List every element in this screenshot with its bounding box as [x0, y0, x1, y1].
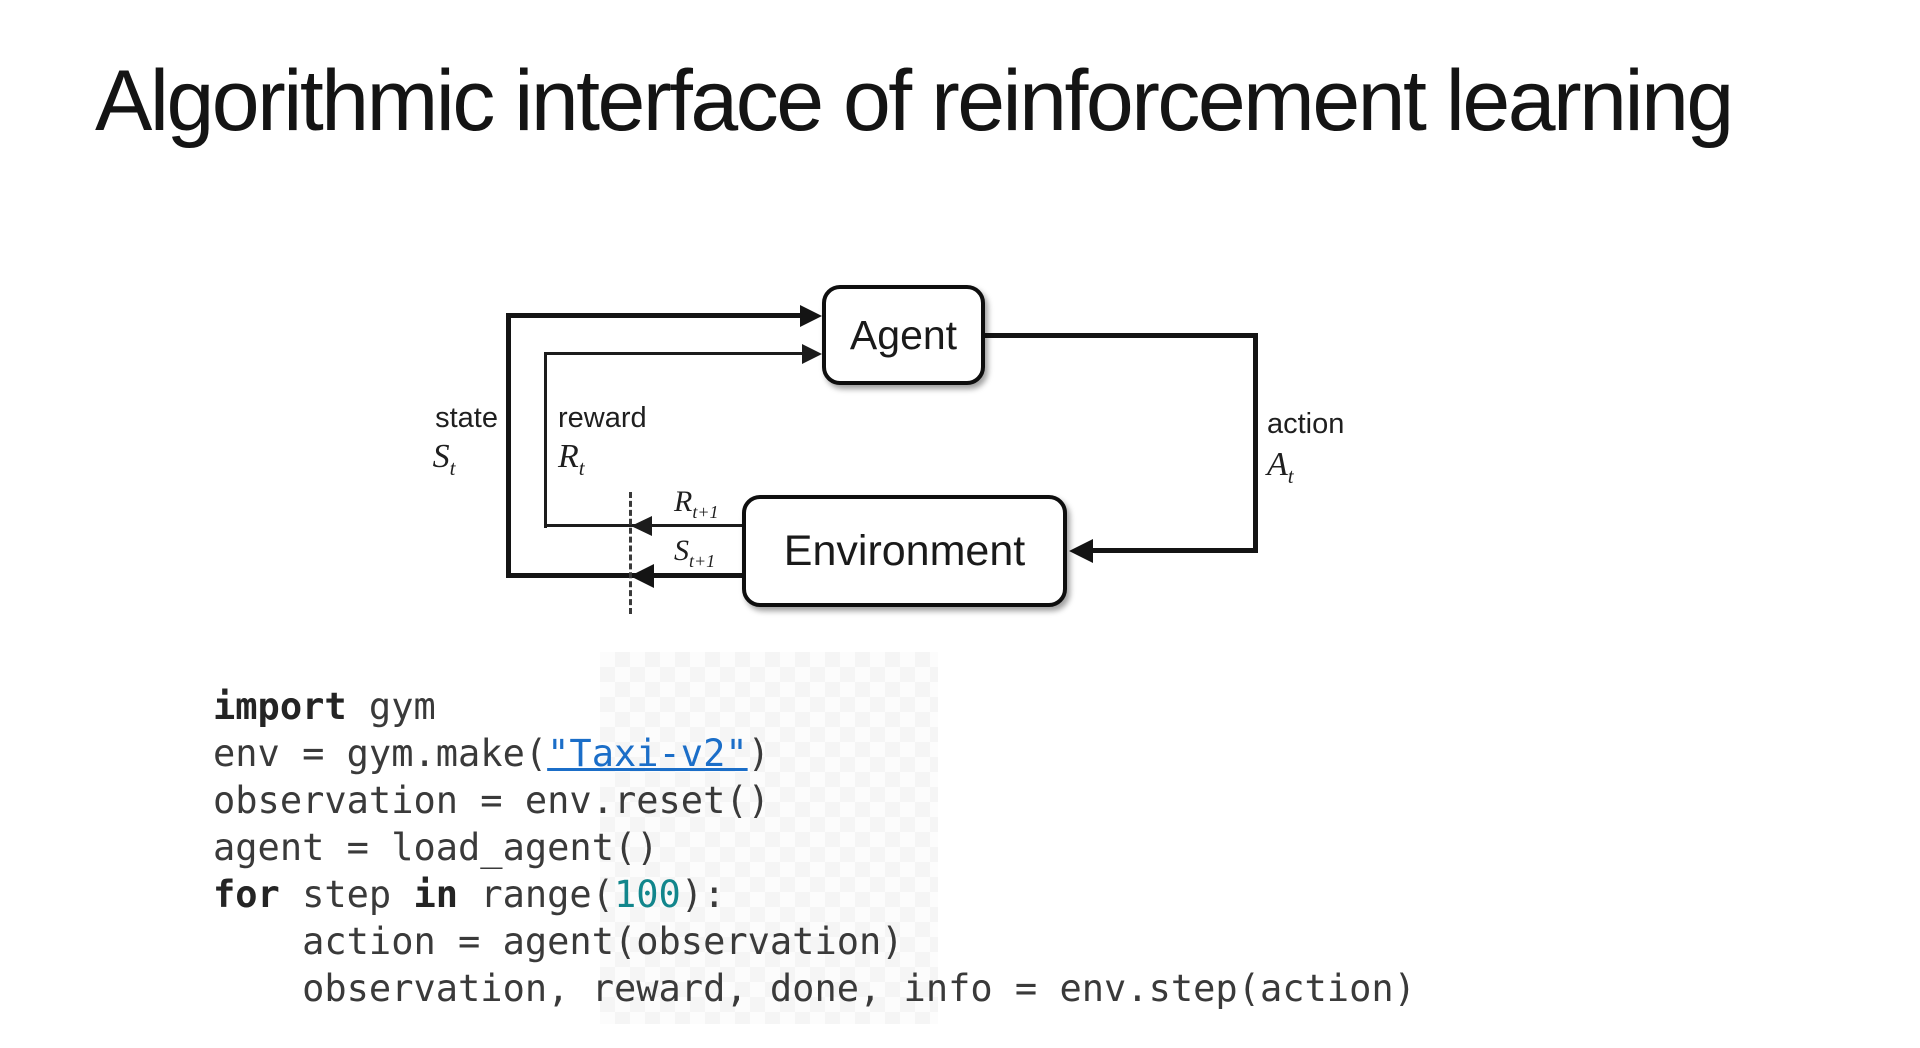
- next-state-arrowhead: [630, 563, 654, 588]
- state-symbol: St: [432, 438, 456, 480]
- action-label: action: [1267, 408, 1345, 440]
- agent-box-label: Agent: [849, 311, 958, 358]
- code-line: for step in range(100):: [213, 871, 1416, 918]
- next-reward-arrowhead: [631, 515, 652, 536]
- environment-box-label: Environment: [783, 526, 1026, 575]
- action-symbol: At: [1267, 446, 1294, 488]
- slide-title: Algorithmic interface of reinforcement l…: [95, 53, 1734, 149]
- reward-arrowhead-into-agent: [802, 343, 822, 364]
- code-token: observation, reward, done, info = env.st…: [213, 967, 1416, 1010]
- code-line: observation = env.reset(): [213, 777, 1416, 824]
- next-state-symbol: St+1: [674, 534, 716, 571]
- state-line-bottom: [506, 573, 742, 578]
- code-line: env = gym.make("Taxi-v2"): [213, 730, 1416, 777]
- code-token: in: [413, 873, 459, 916]
- state-label: state: [435, 402, 498, 434]
- timestep-dashed-line: [629, 492, 632, 614]
- code-token: for: [213, 873, 280, 916]
- action-arrowhead-into-environment: [1069, 538, 1093, 563]
- code-line: import gym: [213, 683, 1416, 730]
- code-token: observation = env.reset(): [213, 779, 770, 822]
- reward-line-vertical: [544, 352, 547, 528]
- agent-box: Agent: [822, 285, 985, 385]
- code-token: range(: [458, 873, 614, 916]
- reward-line-top: [544, 352, 802, 355]
- code-token: import: [213, 685, 347, 728]
- state-arrowhead-into-agent: [800, 304, 822, 327]
- action-line-vertical: [1253, 333, 1258, 553]
- code-line: observation, reward, done, info = env.st…: [213, 965, 1416, 1012]
- reward-label: reward: [558, 402, 647, 434]
- code-background-texture: [600, 652, 938, 1024]
- state-line-top: [506, 313, 802, 318]
- state-line-vertical: [506, 313, 511, 578]
- next-reward-symbol: Rt+1: [674, 485, 719, 522]
- code-token: action = agent(observation): [213, 920, 904, 963]
- code-line: agent = load_agent(): [213, 824, 1416, 871]
- code-token: 100: [613, 873, 681, 916]
- taxi-v2-link[interactable]: "Taxi-v2": [547, 732, 748, 775]
- action-line-bottom: [1087, 548, 1258, 553]
- code-token: env = gym.make(: [213, 732, 548, 775]
- code-token: ):: [680, 873, 726, 916]
- environment-box: Environment: [742, 495, 1067, 607]
- code-token: agent = load_agent(): [213, 826, 659, 869]
- code-token: ): [747, 732, 770, 775]
- action-line-top: [985, 333, 1258, 338]
- reward-symbol: Rt: [558, 438, 585, 480]
- code-token: gym: [346, 685, 436, 728]
- code-token: step: [279, 873, 414, 916]
- code-line: action = agent(observation): [213, 918, 1416, 965]
